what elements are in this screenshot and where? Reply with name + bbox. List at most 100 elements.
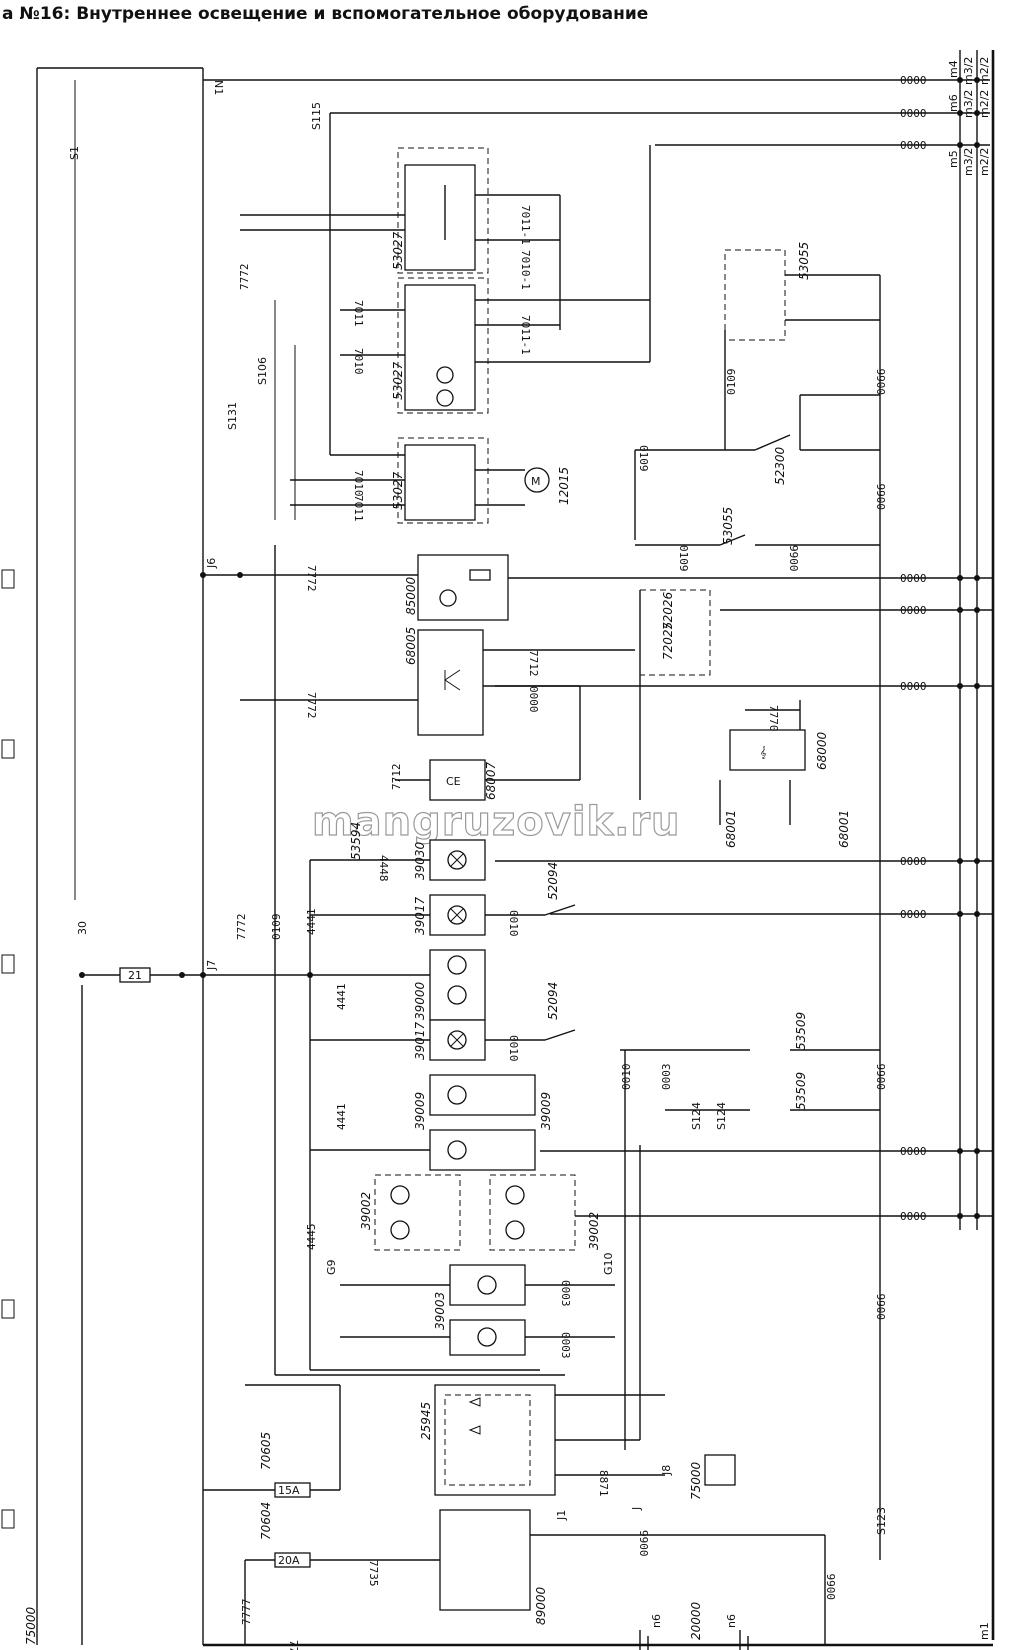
label-68001b: 68001 <box>837 810 851 848</box>
left-pictograms <box>1 569 15 1529</box>
label-39002a: 39002 <box>359 1192 373 1230</box>
wire-7010: 7010 <box>352 348 365 375</box>
lamp-39009: 39009 39009 <box>310 1074 553 1171</box>
wire-code: 0000 <box>900 107 927 120</box>
conn-J6: J6 <box>205 558 218 569</box>
speakers-72025-72026: 72025 72026 <box>639 589 711 800</box>
wire-7772b: 7772 <box>305 565 318 592</box>
lamp-39000: 39000 21 J7 30 <box>76 921 486 1021</box>
conn-S124a: S124 <box>690 1102 703 1130</box>
frame-lines <box>36 50 995 1647</box>
label-39030: 39030 <box>413 841 427 880</box>
gnd-m1: m1 <box>978 1622 991 1640</box>
gnd-m3-2b: m3/2 <box>962 90 975 118</box>
wire-0010a: 0010 <box>507 910 520 937</box>
conn-J1: J1 <box>555 1510 568 1521</box>
wire-0066c: 0066 <box>875 1064 888 1091</box>
label-68007: 68007 <box>484 761 498 800</box>
label-53027: 53027 <box>391 231 405 270</box>
wire-7011: 7011 <box>352 300 365 327</box>
ground-labels: m4 m3/2 m2/2 m6 m3/2 m2/2 m5 m3/2 m2/2 m… <box>947 57 991 1640</box>
module-68007: CE 68007 7712 <box>390 686 581 801</box>
radio-68000: 𝄞 68000 68001 68001 7770 <box>719 700 851 848</box>
wire-4441c: 4441 <box>335 1104 348 1131</box>
wire-7011b: 7011 <box>352 495 365 522</box>
conn-n6b: n6 <box>725 1614 738 1628</box>
label-52300: 52300 <box>773 446 787 485</box>
conn-S124b: S124 <box>715 1102 728 1130</box>
label-89000: 89000 <box>534 1586 548 1625</box>
label-53027-b: 53027 <box>391 361 405 400</box>
gnd-m4: m4 <box>947 60 960 78</box>
module-25945: 25945 8871 <box>419 1145 665 1497</box>
label-CE: CE <box>446 775 461 788</box>
battery-20000: 20000 n6 n6 7777 <box>287 1601 749 1650</box>
ground-runs <box>495 77 993 1219</box>
wire-0109b: 0109 <box>637 445 650 472</box>
label-75000b: 75000 <box>24 1606 38 1645</box>
wire-7712a: 7712 <box>527 650 540 677</box>
wire-0000a: 0000 <box>527 686 540 713</box>
label-53027-c: 53027 <box>391 471 405 510</box>
label-20000: 20000 <box>689 1601 703 1640</box>
wire-30: 30 <box>76 921 89 935</box>
label-52094a: 52094 <box>546 862 560 900</box>
feed-4441: 4441 4441 4441 4445 0109 7772 <box>235 545 565 1376</box>
label-70604: 70604 <box>259 1502 273 1540</box>
label-21: 21 <box>128 969 142 982</box>
wire-7772d: 7772 <box>235 914 248 941</box>
wire-7770: 7770 <box>767 705 780 732</box>
label-39009a: 39009 <box>413 1092 427 1130</box>
wire-0066e: 0066 <box>825 1574 838 1601</box>
label-68001a: 68001 <box>724 810 738 848</box>
label-53509a: 53509 <box>794 1012 808 1050</box>
wire-7011-1: 7011-1 <box>519 205 532 245</box>
label-52094b: 52094 <box>546 982 560 1020</box>
wire-4448: 4448 <box>377 855 390 882</box>
label-53055: 53055 <box>797 242 811 280</box>
conn-G9: G9 <box>325 1259 338 1275</box>
ground-wire-codes: 0000 0000 0000 0000 0000 0000 0000 0000 … <box>900 74 927 1223</box>
fuse-15a: 15A <box>278 1484 300 1497</box>
label-72025: 72025 <box>661 622 675 660</box>
conn-J7: J7 <box>205 960 218 971</box>
wire-0066a: 0066 <box>875 369 888 396</box>
wire-0109a: 0109 <box>725 369 738 396</box>
label-39017a: 39017 <box>413 896 427 935</box>
wire-7712b: 7712 <box>390 764 403 791</box>
switch-53027-middle: 53027 7011 7010 7011-1 <box>340 145 651 414</box>
relay-85000: 85000 J6 7772 <box>200 554 509 621</box>
conn-G10: G10 <box>602 1252 615 1275</box>
gnd-m3-2c: m3/2 <box>962 148 975 176</box>
switches-53509: 53509 53509 0010 0003 0066 0066 S124 S12… <box>620 1012 888 1450</box>
label-39000: 39000 <box>413 981 427 1020</box>
switch-53027-upper: 53027 7011-1 7010-1 <box>391 147 561 330</box>
fuse-70605: 15A 70605 <box>203 1384 341 1498</box>
clef-symbol: 𝄞 <box>760 746 767 759</box>
wire-0003a: 0003 <box>559 1280 572 1307</box>
gnd-m6a: m6 <box>947 94 960 112</box>
wire-0109d: 0109 <box>270 914 283 941</box>
motor-symbol: M <box>531 475 541 488</box>
gnd-m3-2a: m3/2 <box>962 57 975 85</box>
label-53055b: 53055 <box>721 507 735 545</box>
label-53509b: 53509 <box>794 1072 808 1110</box>
label-68005: 68005 <box>404 627 418 665</box>
wire-7772a: 7772 <box>238 264 251 291</box>
wire-7011-1b: 7011-1 <box>519 315 532 355</box>
conn-N1: N1 <box>212 80 225 95</box>
gnd-m2-2b: m2/2 <box>978 90 991 118</box>
conn-S131a: S131 <box>226 402 239 430</box>
wire-0066b: 0066 <box>875 484 888 511</box>
wire-7735: 7735 <box>367 1560 380 1587</box>
conn-S115a: S115 <box>310 102 323 130</box>
label-85000: 85000 <box>404 576 418 615</box>
label-39009b: 39009 <box>539 1092 553 1130</box>
conn-n6a: n6 <box>650 1614 663 1628</box>
wire-0109c: 0109 <box>677 545 690 572</box>
lamp-39030: 39030 53594 4448 <box>310 822 486 882</box>
switch-52300: 52300 0109 0066 53055 0109 9900 <box>634 320 888 1560</box>
wire-0066d: 0066 <box>875 1294 888 1321</box>
wire-code: 0000 <box>900 74 927 87</box>
